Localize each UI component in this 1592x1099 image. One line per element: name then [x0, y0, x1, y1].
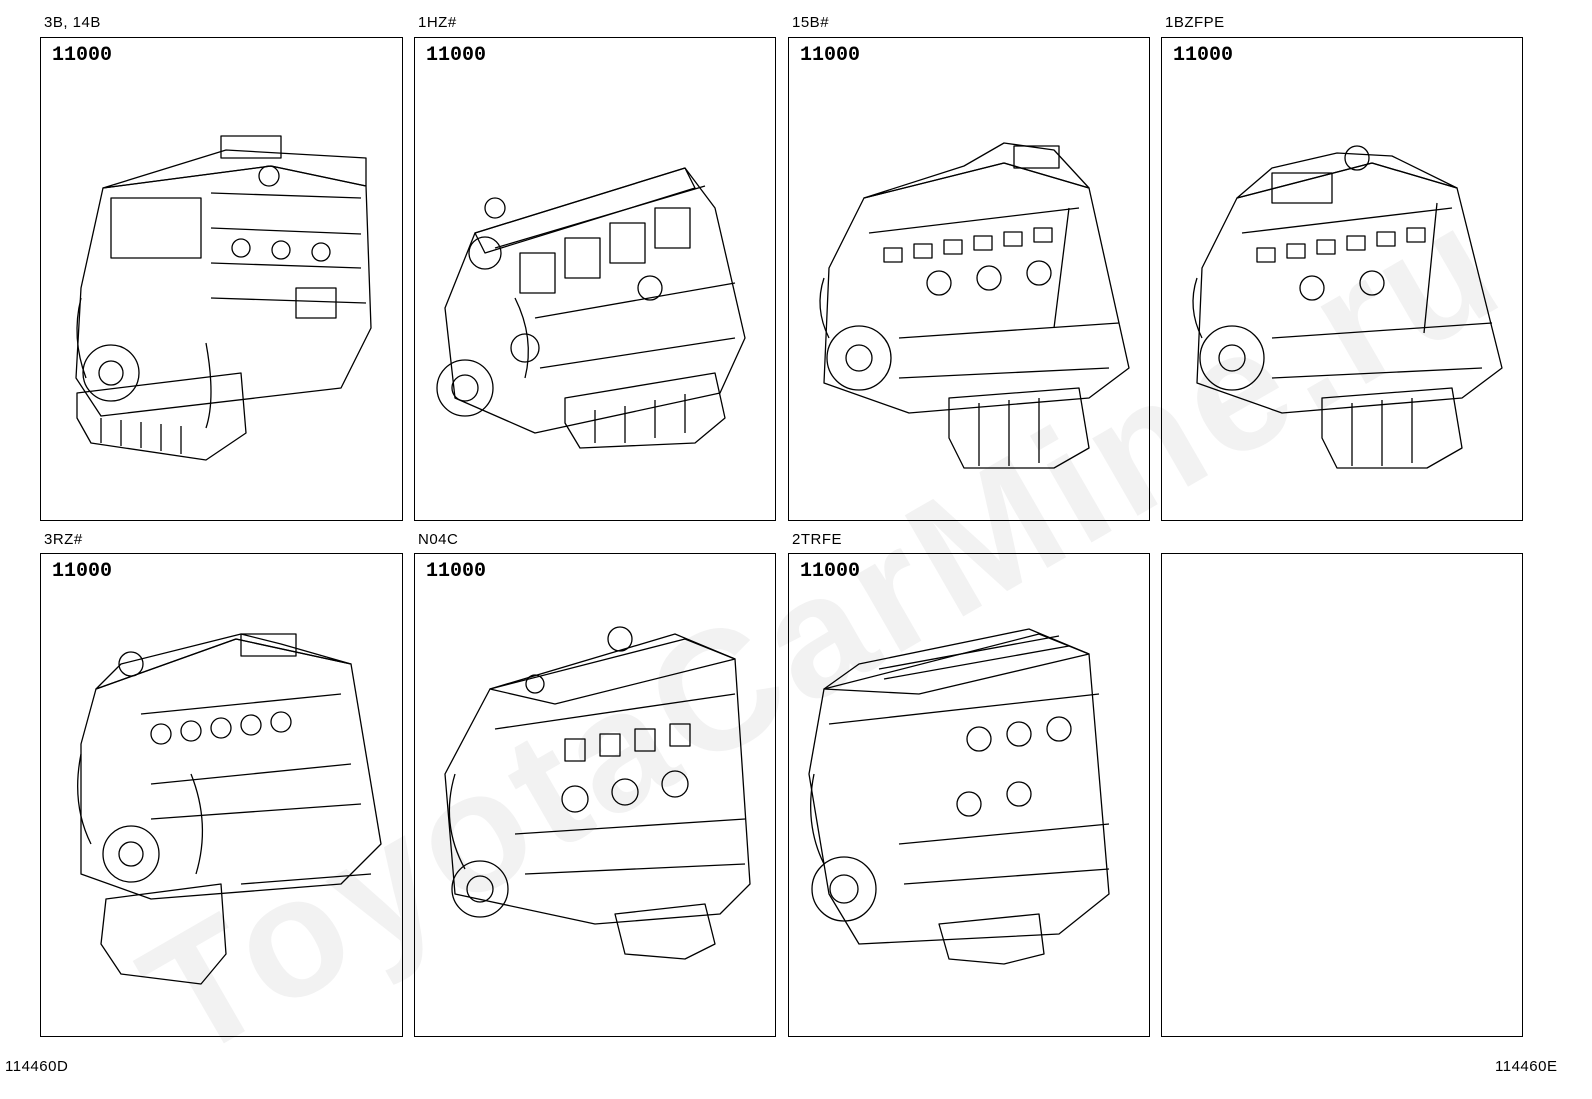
engine-label-5: 3RZ#	[44, 531, 83, 548]
engine-block-icon	[77, 633, 382, 985]
footer-code-left: 114460D	[5, 1058, 69, 1075]
engine-block-icon	[1192, 145, 1503, 469]
engine-label-4: 1BZFPE	[1165, 14, 1225, 31]
engine-panel-5[interactable]: 11000	[40, 553, 403, 1037]
part-number-2: 11000	[426, 44, 487, 67]
engine-panel-7[interactable]: 11000	[788, 553, 1150, 1037]
engine-panel-3[interactable]: 11000	[788, 37, 1150, 521]
engine-block-icon	[75, 135, 372, 461]
part-number-1: 11000	[52, 44, 113, 67]
engine-label-2: 1HZ#	[418, 14, 457, 31]
part-number-4: 11000	[1173, 44, 1234, 67]
engine-label-7: 2TRFE	[792, 531, 843, 548]
part-number-3: 11000	[800, 44, 861, 67]
footer-code-right: 114460E	[1495, 1058, 1558, 1075]
engine-label-3: 15B#	[792, 14, 830, 31]
engine-block-icon	[436, 167, 746, 449]
engine-panel-1[interactable]: 11000	[40, 37, 403, 521]
part-number-7: 11000	[800, 560, 861, 583]
engine-block-icon	[808, 628, 1110, 965]
engine-panel-2[interactable]: 11000	[414, 37, 776, 521]
part-number-5: 11000	[52, 560, 113, 583]
engine-label-6: N04C	[418, 531, 459, 548]
engine-panel-4[interactable]: 11000	[1161, 37, 1523, 521]
engine-panel-8-empty	[1161, 553, 1523, 1037]
engine-label-1: 3B, 14B	[44, 14, 101, 31]
engine-block-icon	[444, 626, 751, 960]
engine-block-icon	[819, 142, 1130, 469]
part-number-6: 11000	[426, 560, 487, 583]
engine-panel-6[interactable]: 11000	[414, 553, 776, 1037]
